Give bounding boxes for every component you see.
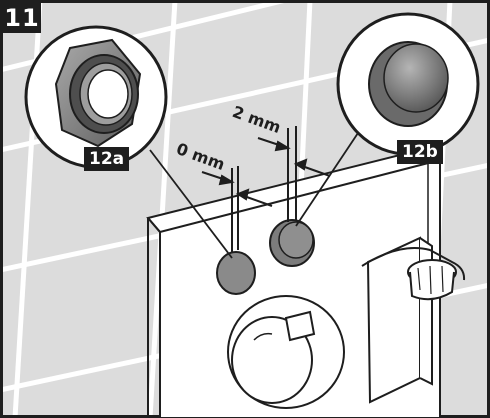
installed-cap (269, 219, 315, 267)
step-number: 11 (3, 3, 41, 33)
installed-nut (216, 251, 256, 295)
shower-holder (361, 236, 466, 404)
part-label-12b: 12b (397, 140, 443, 164)
part-label-12a: 12a (84, 147, 130, 171)
thermostat-knob (227, 295, 345, 409)
callout-nut (24, 25, 168, 169)
callout-leaders (149, 129, 361, 259)
callout-cap (336, 12, 480, 156)
dimension-markers (201, 126, 331, 252)
